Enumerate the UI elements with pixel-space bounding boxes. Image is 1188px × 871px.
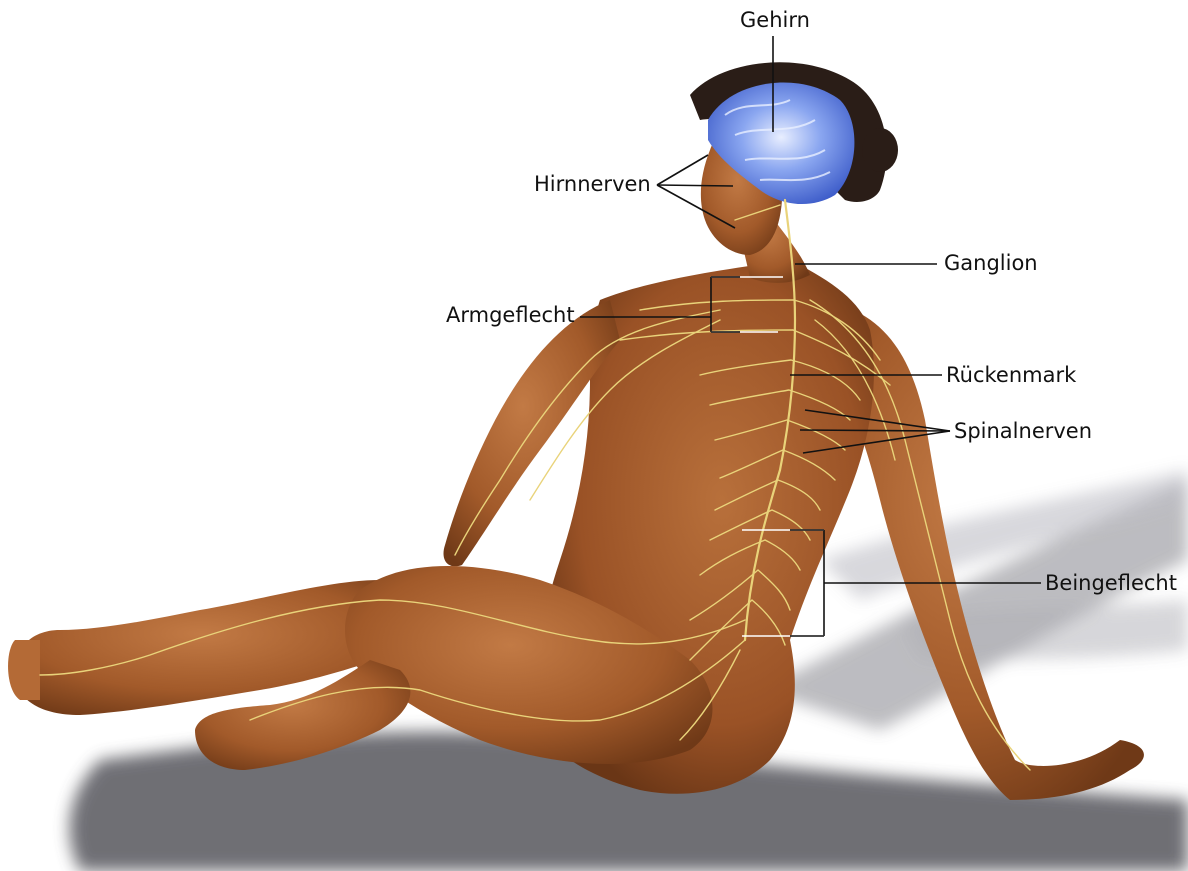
leader-spinal-nerves-2 xyxy=(800,430,950,431)
leader-cranial-2 xyxy=(657,185,733,186)
label-lumbosacral-plexus: Beingeflecht xyxy=(1045,573,1177,594)
hair-bun xyxy=(862,128,898,172)
label-spinal-nerves: Spinalnerven xyxy=(954,421,1092,442)
label-brachial-plexus: Armgeflecht xyxy=(446,305,575,326)
label-brain: Gehirn xyxy=(740,10,810,31)
label-spinal-cord: Rückenmark xyxy=(946,365,1076,386)
head xyxy=(690,62,898,283)
label-ganglion: Ganglion xyxy=(944,253,1038,274)
leader-cranial-1 xyxy=(657,155,708,185)
label-cranial-nerves: Hirnnerven xyxy=(534,174,651,195)
